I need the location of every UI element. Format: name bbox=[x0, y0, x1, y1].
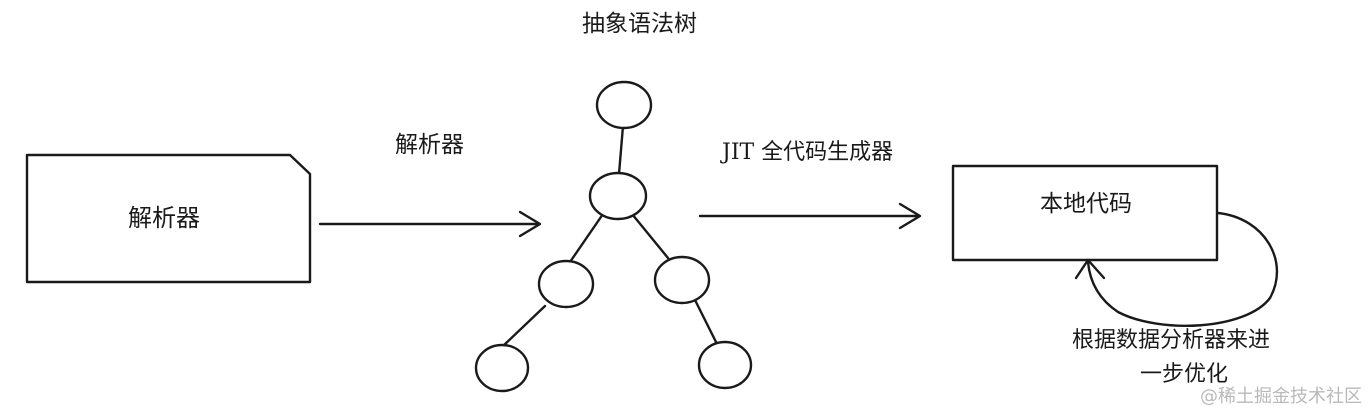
ast-node-mid bbox=[588, 171, 648, 221]
ast-edge-mid-right bbox=[630, 212, 670, 260]
jit-arrow-label: JIT 全代码生成器 bbox=[722, 140, 894, 165]
ast-edge-left-leaf bbox=[501, 304, 547, 348]
ast-node-right bbox=[653, 255, 711, 305]
parser-arrow-label: 解析器 bbox=[395, 132, 464, 158]
ast-node-root bbox=[595, 80, 653, 130]
optimize-loop-arrow-head bbox=[1074, 258, 1106, 280]
ast-edge-mid-left bbox=[568, 212, 605, 264]
jit-arrow-head bbox=[898, 202, 922, 230]
parser-arrow-head bbox=[518, 210, 542, 238]
ast-edge-root-mid bbox=[617, 124, 625, 176]
ast-title: 抽象语法树 bbox=[582, 11, 697, 37]
optimize-label-line2: 一步优化 bbox=[1140, 362, 1229, 387]
source-box bbox=[25, 153, 312, 284]
source-box-label: 解析器 bbox=[128, 204, 200, 232]
watermark-text: @稀土掘金技术社区 bbox=[1200, 386, 1362, 407]
optimize-label-line1: 根据数据分析器来进 bbox=[1072, 328, 1271, 353]
ast-node-right-leaf bbox=[697, 340, 753, 390]
ast-node-left-leaf bbox=[474, 343, 530, 393]
native-code-label: 本地代码 bbox=[1040, 191, 1132, 217]
optimize-loop-curve bbox=[1086, 211, 1279, 328]
ast-node-left bbox=[537, 259, 595, 309]
ast-edge-right-leaf bbox=[693, 298, 718, 344]
